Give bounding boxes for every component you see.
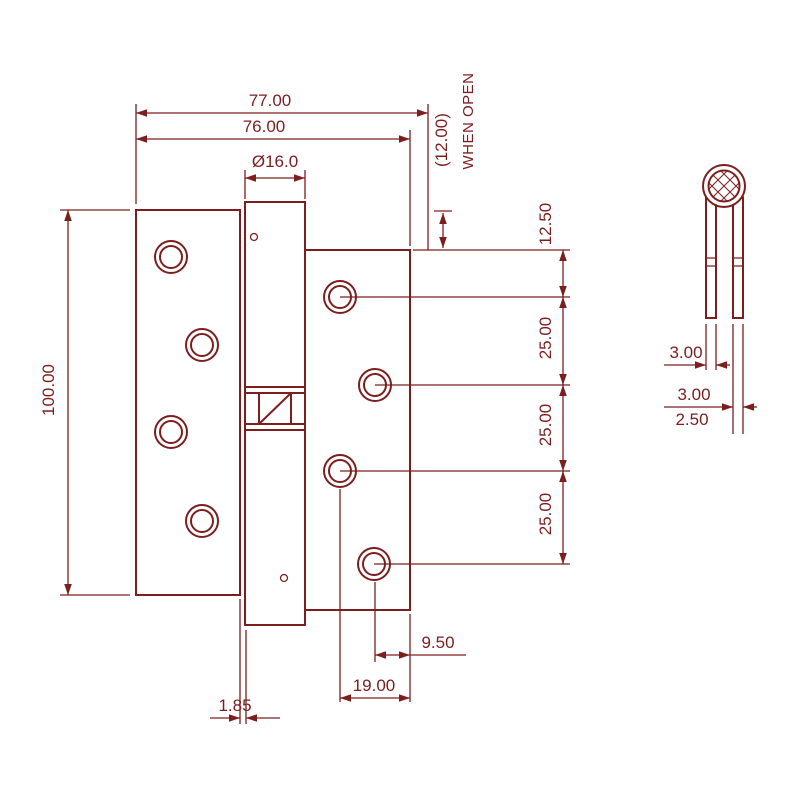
screw-hole — [154, 240, 188, 274]
dim-left-leaf-thickness: 3.00 — [664, 324, 730, 370]
hole-inner — [159, 245, 183, 269]
extension-lines — [705, 324, 717, 370]
dim-label-rise-when-open: (12.00) — [432, 113, 451, 167]
pin-mark-top — [249, 232, 259, 242]
hole-outer — [185, 504, 219, 538]
pin-head-outer — [702, 164, 746, 208]
extension-lines — [413, 210, 570, 251]
dim-label-width-open: 77.00 — [249, 91, 292, 110]
dim-hole-edge-far: 19.00 — [339, 489, 411, 702]
hole-outer — [154, 415, 188, 449]
pin-head-inner — [707, 169, 741, 203]
extension-lines — [135, 104, 429, 250]
screw-hole — [185, 504, 219, 538]
right-leaf — [304, 249, 411, 611]
left-leaf-outline — [135, 209, 241, 596]
dim-overall-height: 100.00 — [39, 209, 130, 596]
pin-mark-bottom — [279, 573, 289, 583]
extension-lines — [244, 170, 306, 199]
right-leaf-outline — [304, 249, 411, 611]
dim-label-right-leaf-thickness: 3.00 — [677, 385, 710, 404]
hole-inner — [159, 420, 183, 444]
dim-label-hole-edge-far: 19.00 — [353, 676, 396, 695]
dim-label-knuckle-diameter: Ø16.0 — [252, 152, 298, 171]
dim-label-first-hole-offset: 12.50 — [536, 203, 555, 246]
knuckle — [244, 201, 306, 626]
dim-knuckle-diameter: Ø16.0 — [244, 152, 306, 199]
hole-inner — [190, 333, 214, 357]
dim-label-hole-pitch-3: 25.00 — [536, 493, 555, 536]
dim-right-leaf-thickness: 3.00 2.50 — [664, 324, 757, 434]
extension-lines — [340, 296, 570, 565]
dim-label-rise-note: WHEN OPEN — [460, 72, 477, 169]
dim-rise-when-open: (12.00) WHEN OPEN — [413, 72, 570, 251]
screw-hole — [154, 415, 188, 449]
extension-lines — [239, 599, 247, 724]
screw-hole — [185, 328, 219, 362]
knuckle-joint-detail — [244, 386, 306, 431]
dim-label-leaf-gap: 1.85 — [218, 696, 251, 715]
hole-inner — [190, 509, 214, 533]
dim-hole-edge-near: 9.50 — [374, 582, 466, 662]
extension-lines — [60, 209, 130, 596]
front-view — [135, 201, 411, 626]
dim-width-open: 77.00 — [135, 91, 429, 250]
dim-hole-pitch-chain: 12.50 25.00 25.00 25.00 — [340, 203, 570, 565]
dim-leaf-gap: 1.85 — [210, 599, 280, 724]
dim-label-hole-edge-near: 9.50 — [421, 633, 454, 652]
knuckle-outline — [244, 201, 306, 626]
leaf-hole-marks — [706, 257, 743, 267]
hole-outer — [154, 240, 188, 274]
dim-label-overall-height: 100.00 — [39, 364, 58, 416]
side-view — [702, 164, 746, 319]
hole-outer — [185, 328, 219, 362]
dim-label-hole-pitch-1: 25.00 — [536, 317, 555, 360]
dimensions: 77.00 76.00 Ø16.0 (12.00) WHEN OPEN — [39, 72, 757, 724]
dim-label-width-closed: 76.00 — [243, 117, 286, 136]
dim-label-left-leaf-thickness: 3.00 — [669, 343, 702, 362]
dim-width-closed: 76.00 — [136, 117, 411, 246]
left-leaf — [135, 209, 241, 596]
dim-label-right-leaf-thickness-alt: 2.50 — [675, 410, 708, 429]
dim-label-hole-pitch-2: 25.00 — [536, 404, 555, 447]
extension-lines — [339, 489, 411, 702]
extension-lines — [732, 324, 744, 434]
